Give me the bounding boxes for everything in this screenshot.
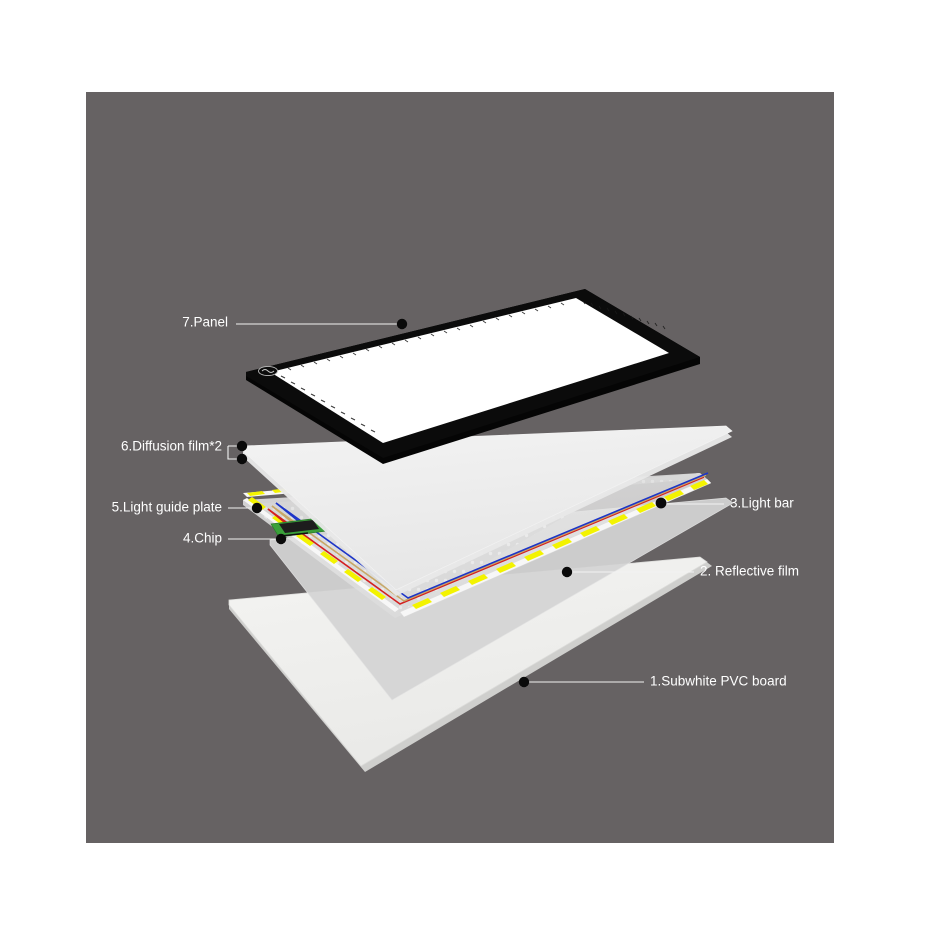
callout-diffusion-film-label: 6.Diffusion film*2 xyxy=(121,439,222,454)
callout-diffusion-film-dot-upper xyxy=(236,440,248,452)
callout-reflective-film[interactable]: 2. Reflective film xyxy=(561,564,799,579)
callout-light-guide-plate-dot xyxy=(251,502,263,514)
callout-group: 7.Panel 6.Diffusion film*2 5.Light guide… xyxy=(112,315,799,689)
callout-light-guide-plate-label: 5.Light guide plate xyxy=(112,500,222,515)
callout-light-bar-label: 3.Light bar xyxy=(730,496,794,511)
layer-chip xyxy=(270,517,328,538)
callout-panel-label: 7.Panel xyxy=(182,315,228,330)
brand-badge-icon xyxy=(258,365,278,377)
callout-light-guide-plate[interactable]: 5.Light guide plate xyxy=(112,500,263,515)
callout-panel-dot xyxy=(396,318,408,330)
callout-pvc-board[interactable]: 1.Subwhite PVC board xyxy=(518,674,787,689)
callout-pvc-board-label: 1.Subwhite PVC board xyxy=(650,674,787,689)
callout-diffusion-film-dot-lower xyxy=(236,453,248,465)
layer-diffusion-film xyxy=(242,425,733,596)
callout-light-bar-dot xyxy=(655,497,667,509)
ruler-ticks-side xyxy=(280,375,376,433)
light-bar-right xyxy=(399,478,712,618)
ruler-ticks-top xyxy=(582,300,666,330)
wire-harness xyxy=(267,472,709,605)
callout-chip-label: 4.Chip xyxy=(183,531,222,546)
callout-panel[interactable]: 7.Panel xyxy=(182,315,408,330)
callout-pvc-board-dot xyxy=(518,676,530,688)
callout-chip-dot xyxy=(275,533,287,545)
layer-panel xyxy=(246,289,700,464)
callout-chip[interactable]: 4.Chip xyxy=(183,531,287,546)
callout-reflective-film-dot xyxy=(561,566,573,578)
callout-diffusion-film[interactable]: 6.Diffusion film*2 xyxy=(121,439,248,465)
callout-reflective-film-label: 2. Reflective film xyxy=(700,564,799,579)
callout-light-bar[interactable]: 3.Light bar xyxy=(655,496,795,511)
ruler-ticks-left xyxy=(287,302,565,371)
